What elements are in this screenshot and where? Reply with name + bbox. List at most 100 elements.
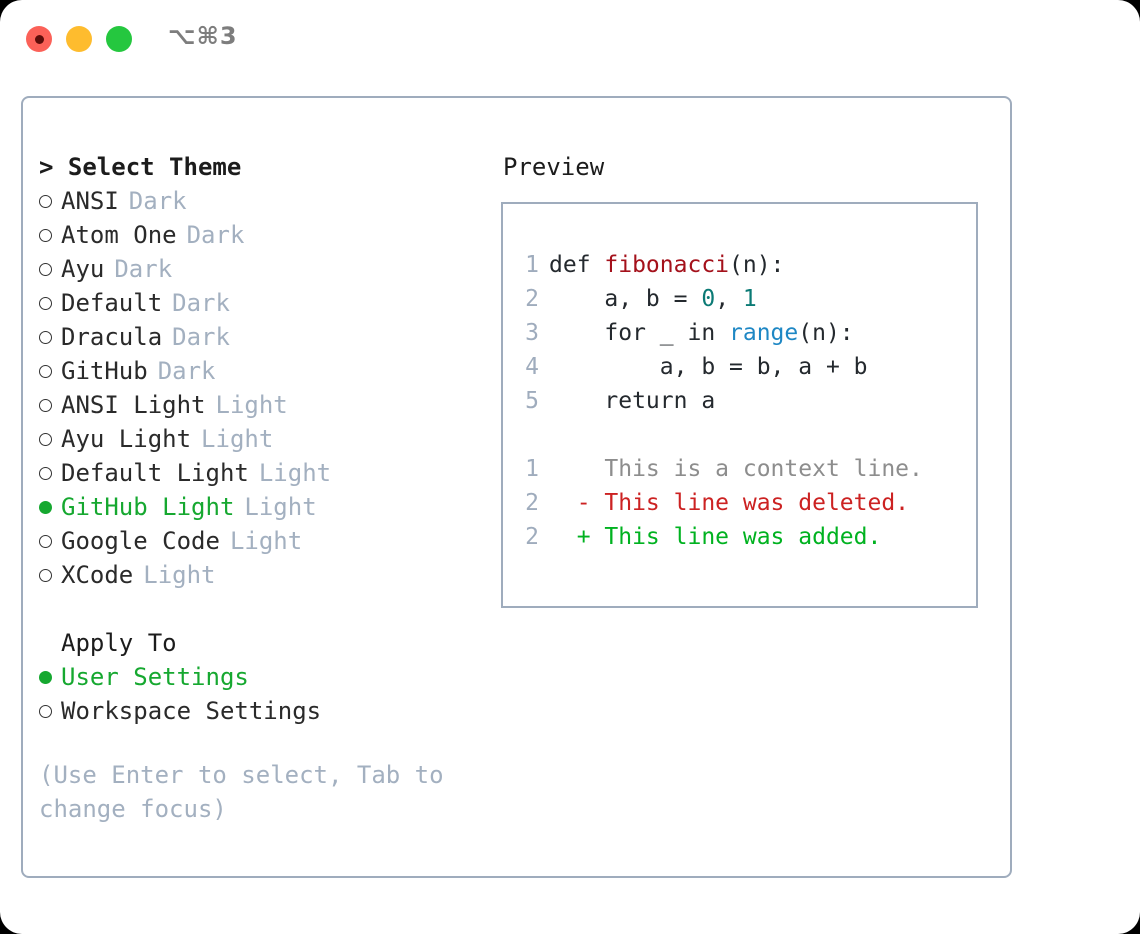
code-token: for _ in <box>549 320 730 346</box>
diff-line: 2 + This line was added. <box>503 520 976 554</box>
diff-line-number: 1 <box>525 456 539 482</box>
code-line-text: a, b = b, a + b <box>549 350 868 384</box>
radio-unselected-icon <box>39 387 61 421</box>
code-line-number: 1 <box>525 252 539 278</box>
diff-line: 2 - This line was deleted. <box>503 486 976 520</box>
theme-variant-tag: Light <box>244 493 317 521</box>
theme-option-label: Google Code <box>61 527 220 555</box>
diff-line-content: This line was added. <box>604 524 882 550</box>
code-line: 3 for _ in range(n): <box>503 316 976 350</box>
radio-unselected-icon <box>39 523 61 557</box>
diff-line: 1 This is a context line. <box>503 452 976 486</box>
radio-unselected-icon <box>39 353 61 387</box>
code-token: fibonacci <box>604 252 730 278</box>
code-line-number: 4 <box>525 354 539 380</box>
theme-option[interactable]: GitHub Dark <box>39 354 479 388</box>
code-token: range <box>729 320 799 346</box>
theme-option-label: ANSI Light <box>61 391 206 419</box>
theme-variant-tag: Dark <box>157 357 216 385</box>
radio-unselected-icon <box>39 693 61 727</box>
theme-option[interactable]: Ayu Light Light <box>39 422 479 456</box>
theme-variant-tag: Light <box>143 561 216 589</box>
radio-unselected-icon <box>39 251 61 285</box>
code-line-text: return a <box>549 384 715 418</box>
code-line: 1 def fibonacci(n): <box>503 248 976 282</box>
diff-line-text: + This line was added. <box>549 520 882 554</box>
apply-to-option-label: User Settings <box>61 663 249 691</box>
keyboard-shortcut-label: ⌥⌘3 <box>168 22 238 50</box>
diff-marker <box>549 456 604 482</box>
radio-unselected-icon <box>39 183 61 217</box>
theme-option[interactable]: Google Code Light <box>39 524 479 558</box>
theme-variant-tag: Light <box>201 425 274 453</box>
code-line: 2 a, b = 0, 1 <box>503 282 976 316</box>
radio-unselected-icon <box>39 421 61 455</box>
radio-unselected-icon <box>39 285 61 319</box>
title-bar: ⌥⌘3 <box>0 0 1140 78</box>
theme-option-label: GitHub Light <box>61 493 235 521</box>
theme-option-label: Ayu Light <box>61 425 192 453</box>
code-line-text: for _ in range(n): <box>549 316 854 350</box>
code-line-number: 5 <box>525 388 539 414</box>
code-token: def <box>549 252 605 278</box>
code-line-number: 2 <box>525 286 539 312</box>
theme-variant-tag: Dark <box>114 255 173 283</box>
theme-option-label: GitHub <box>61 357 148 385</box>
radio-unselected-icon <box>39 217 61 251</box>
code-token: (n): <box>798 320 854 346</box>
diff-line-content: This is a context line. <box>604 456 923 482</box>
theme-option[interactable]: GitHub Light Light <box>39 490 479 524</box>
theme-variant-tag: Light <box>229 527 303 555</box>
radio-unselected-icon <box>39 455 61 489</box>
code-line: 4 a, b = b, a + b <box>503 350 976 384</box>
theme-variant-tag: Dark <box>172 323 230 351</box>
code-line-text: a, b = 0, 1 <box>549 282 757 316</box>
code-line-text: def fibonacci(n): <box>549 248 784 282</box>
apply-to-option[interactable]: User Settings <box>39 660 479 694</box>
theme-option-label: Atom One <box>61 221 177 249</box>
theme-option-label: Ayu <box>61 255 105 283</box>
code-token: , <box>715 286 743 312</box>
radio-selected-icon <box>39 659 61 693</box>
theme-variant-tag: Light <box>215 391 288 419</box>
code-token: return a <box>549 388 716 414</box>
preview-title: Preview <box>503 153 605 181</box>
theme-option[interactable]: ANSI Dark <box>39 184 479 218</box>
code-token: 1 <box>742 286 757 312</box>
theme-option-label: Dracula <box>61 323 163 351</box>
keyboard-hint-text: (Use Enter to select, Tab to change focu… <box>39 761 444 823</box>
minimize-button-icon[interactable] <box>66 26 92 52</box>
code-token: a, b = b, a + b <box>549 354 868 380</box>
close-button-icon[interactable] <box>26 26 52 52</box>
code-line-number: 3 <box>525 320 539 346</box>
apply-to-option[interactable]: Workspace Settings <box>39 694 479 728</box>
maximize-button-icon[interactable] <box>106 26 132 52</box>
diff-marker: - <box>549 490 605 516</box>
select-theme-header: > Select Theme <box>39 153 242 181</box>
radio-selected-icon <box>39 489 61 523</box>
theme-option-label: ANSI <box>61 187 119 215</box>
diff-marker: + <box>549 524 605 550</box>
theme-option[interactable]: Ayu Dark <box>39 252 479 286</box>
code-token: (n): <box>729 252 785 278</box>
code-token: 0 <box>701 286 716 312</box>
radio-unselected-icon <box>39 319 61 353</box>
diff-line-number: 2 <box>525 524 539 550</box>
diff-line-content: This line was deleted. <box>604 490 910 516</box>
theme-option[interactable]: Dracula Dark <box>39 320 479 354</box>
diff-line-text: - This line was deleted. <box>549 486 909 520</box>
diff-sample: 1 This is a context line.2 - This line w… <box>503 452 976 554</box>
theme-option-label: Default Light <box>61 459 249 487</box>
theme-option[interactable]: ANSI Light Light <box>39 388 479 422</box>
theme-variant-tag: Dark <box>128 187 187 215</box>
